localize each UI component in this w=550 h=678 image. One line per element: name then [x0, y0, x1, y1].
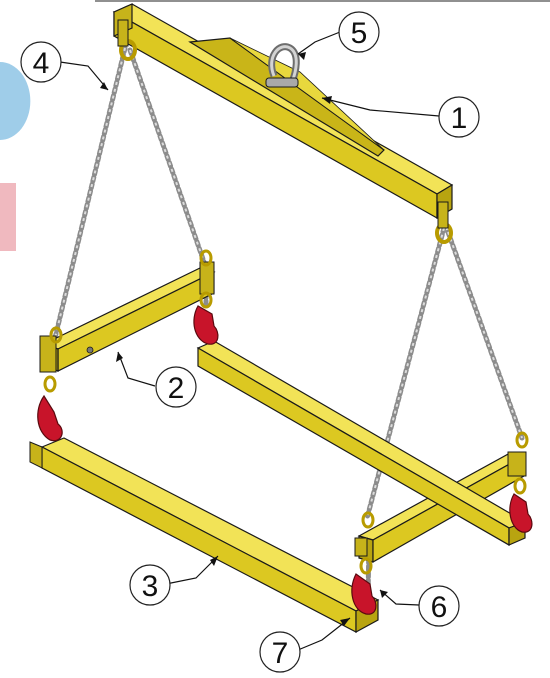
- front-spreader-beam-left: [39, 261, 216, 373]
- chain-right-inner: [445, 229, 525, 441]
- hook-left-rear: [193, 305, 219, 345]
- top-beam-front-face: [113, 10, 438, 220]
- blue-edge-accent: [0, 62, 31, 140]
- leader-6: [379, 589, 420, 606]
- bottom-load-beam-front: [29, 437, 380, 634]
- hook-right-rear: [509, 493, 533, 533]
- callout-4-label: 4: [33, 47, 50, 80]
- bottom-load-beam-right: [196, 340, 527, 547]
- callout-5-label: 5: [351, 17, 368, 50]
- callout-6-label: 6: [431, 591, 448, 624]
- pink-edge-accent: [0, 183, 16, 251]
- leader-3: [165, 555, 219, 585]
- leader-5: [297, 31, 341, 55]
- callout-6: 6: [418, 585, 460, 627]
- callout-4: 4: [20, 41, 62, 83]
- leader-1: [321, 97, 440, 117]
- callout-5: 5: [338, 11, 380, 53]
- leader-2: [117, 351, 156, 387]
- callout-3-label: 3: [142, 570, 159, 603]
- center-lug-plate: [188, 37, 385, 157]
- top-shackle: [265, 43, 300, 88]
- grab-hooks: [37, 305, 533, 615]
- callout-7-label: 7: [272, 637, 289, 670]
- hook-right-front: [351, 573, 377, 615]
- leader-7: [297, 617, 351, 651]
- hook-rings: [43, 249, 529, 575]
- leader-lines: [59, 31, 440, 651]
- callout-1: 1: [438, 96, 480, 138]
- top-lifting-beam: [112, 3, 454, 220]
- callout-7: 7: [259, 631, 301, 673]
- callout-2: 2: [155, 366, 197, 408]
- leader-arrowheads: [100, 52, 388, 626]
- callout-1-label: 1: [451, 102, 468, 135]
- callout-3: 3: [129, 564, 171, 606]
- hook-left-front: [37, 394, 63, 442]
- top-beam-end-lugs: [117, 19, 453, 244]
- leader-4: [59, 61, 109, 91]
- callout-2-label: 2: [168, 372, 185, 405]
- chain-highlights: [54, 47, 523, 519]
